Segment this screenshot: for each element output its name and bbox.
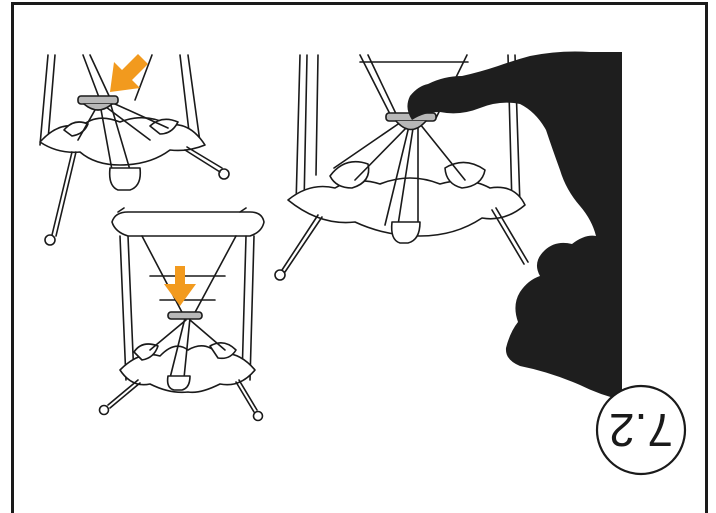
step-badge: 7.2 [597, 386, 685, 474]
step-label: 7.2 [609, 404, 673, 456]
diagonal-arrow-icon [110, 54, 148, 92]
illustration-bottom-left [100, 208, 265, 421]
